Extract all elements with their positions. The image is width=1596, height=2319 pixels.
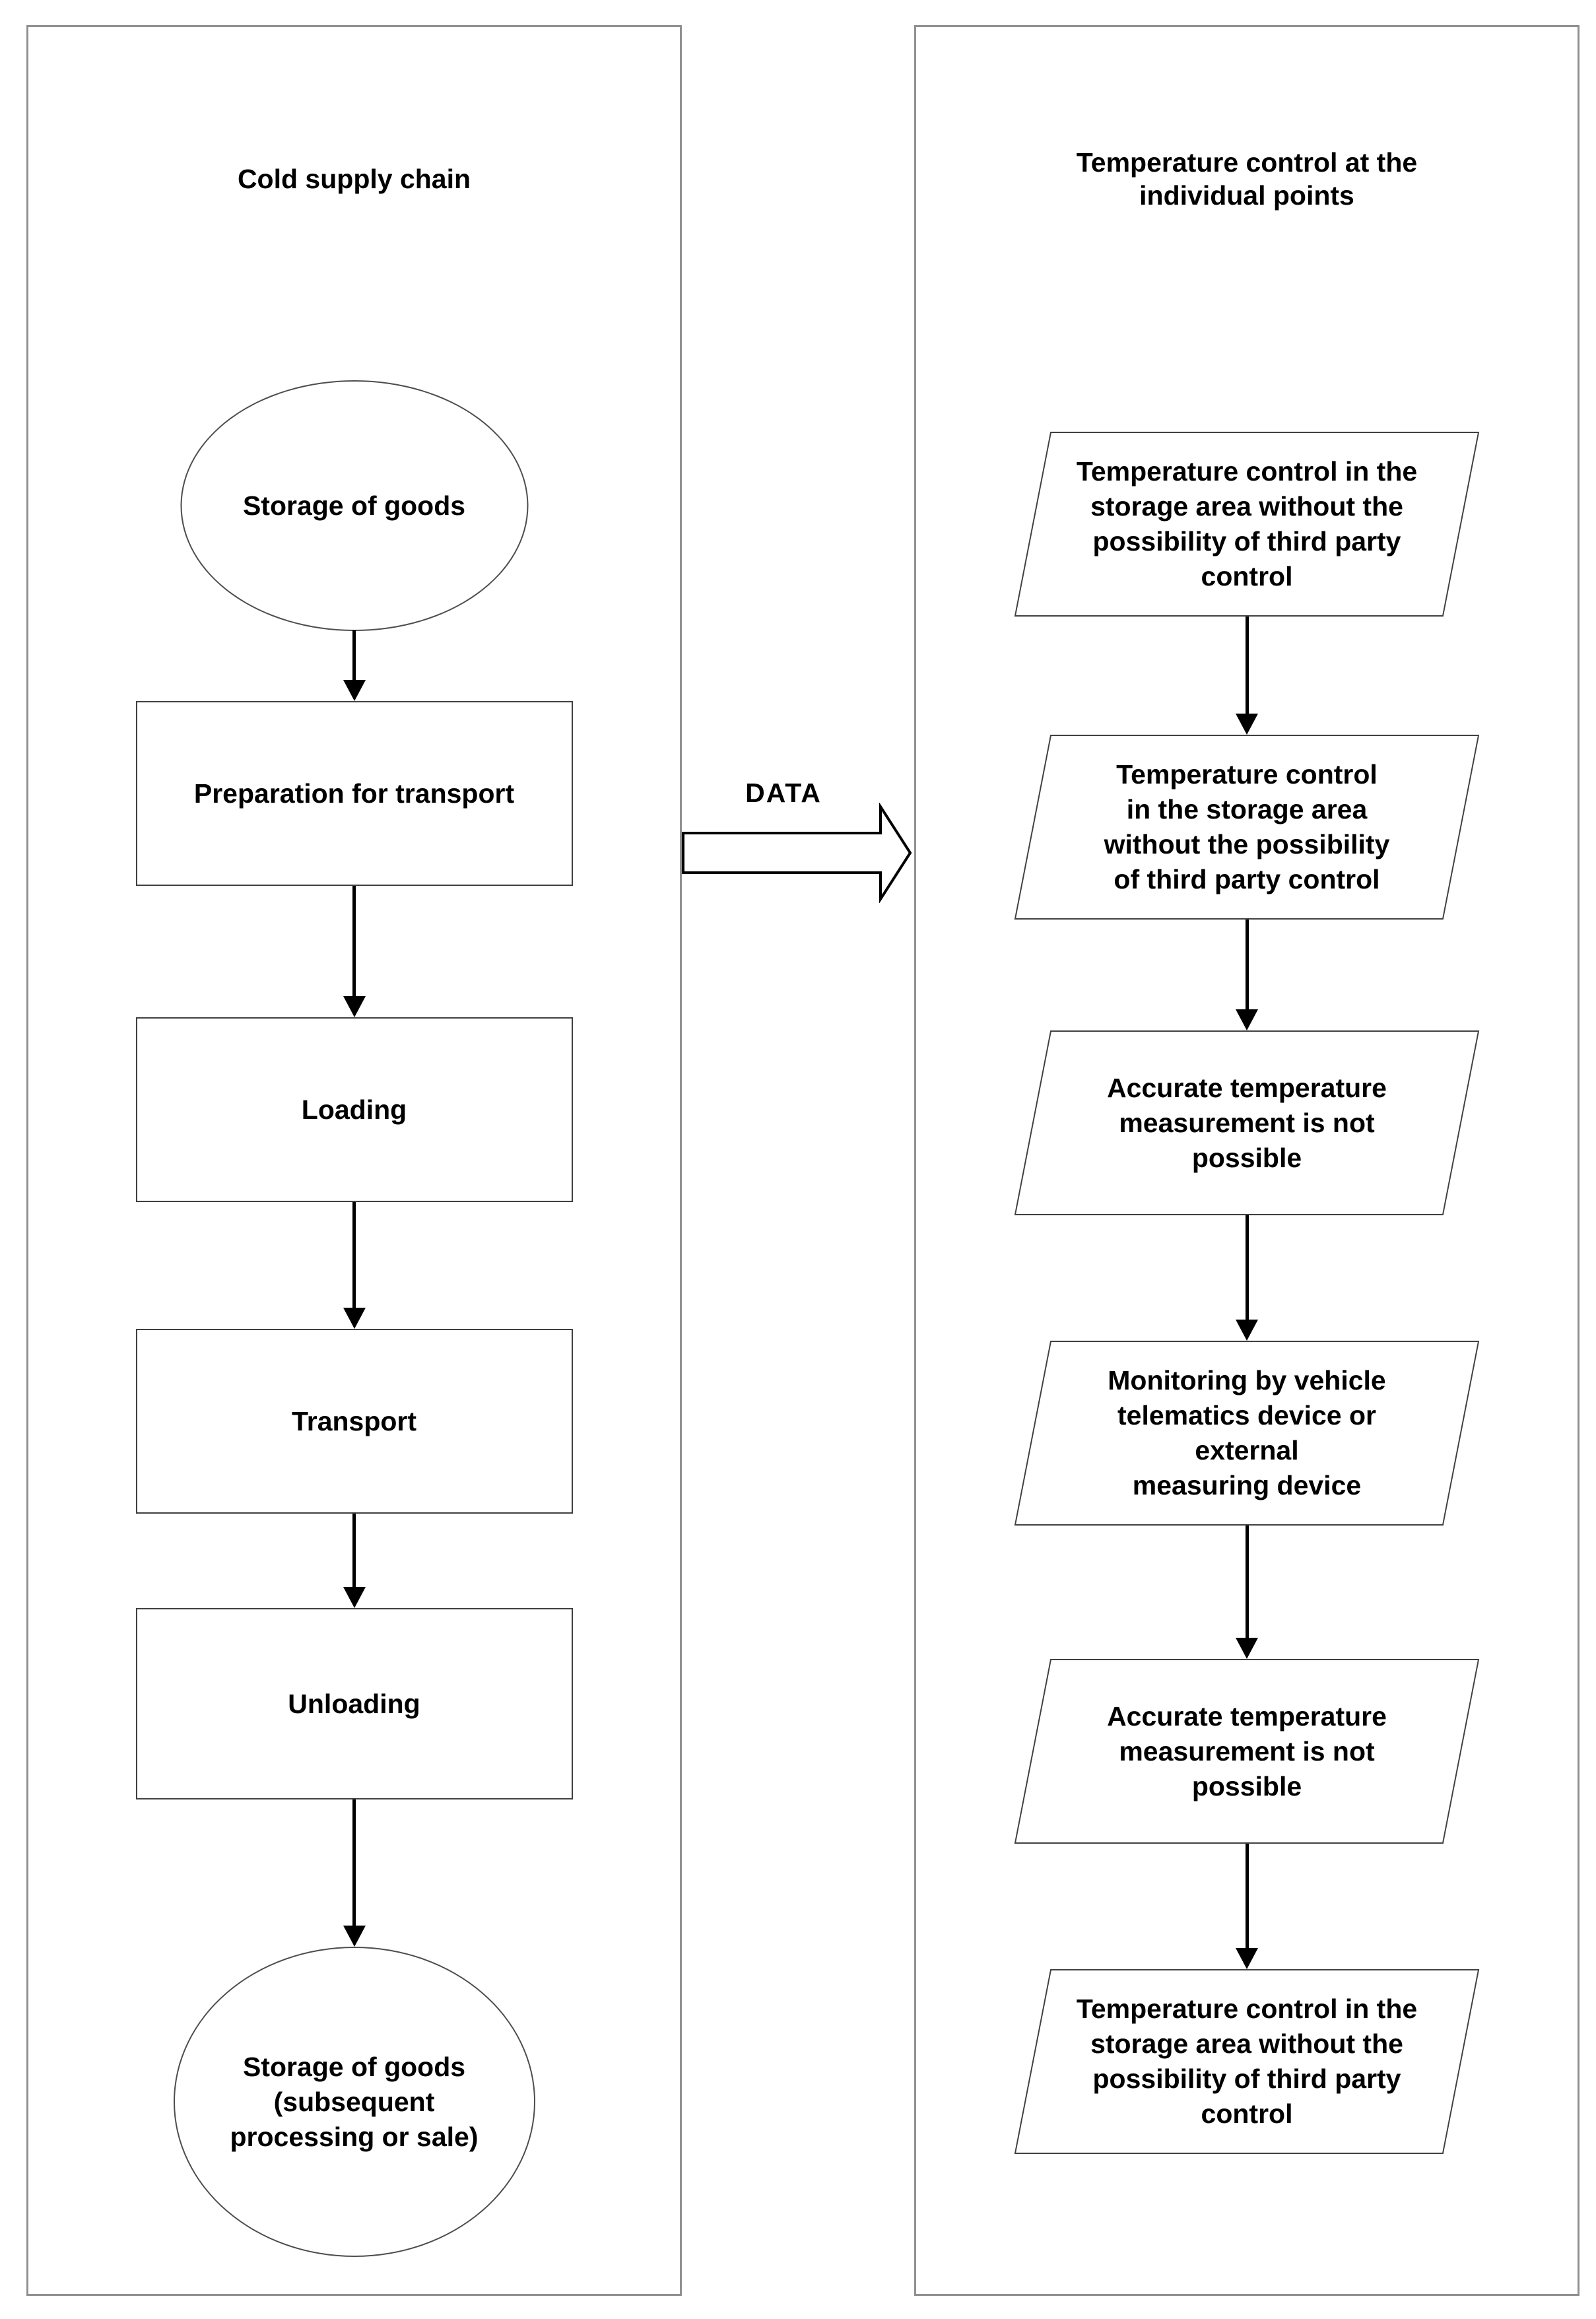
down-arrow-connector	[1236, 920, 1258, 1030]
data-flow-arrow-icon	[682, 803, 912, 903]
arrow-head-icon	[343, 996, 366, 1017]
arrow-head-icon	[1236, 1009, 1258, 1030]
arrow-head-icon	[1236, 1320, 1258, 1341]
arrow-line	[352, 886, 356, 996]
down-arrow-connector	[343, 1202, 366, 1329]
node-label: Temperature control in the storage area …	[1076, 456, 1418, 591]
down-arrow-connector	[1236, 1215, 1258, 1341]
node-label: Monitoring by vehicle telematics device …	[1108, 1365, 1386, 1500]
down-arrow-connector	[1236, 1844, 1258, 1969]
down-arrow-connector	[343, 886, 366, 1017]
node-label: Temperature control in the storage area …	[1104, 759, 1390, 894]
node-preparation-for-transport: Preparation for transport	[135, 701, 573, 886]
down-arrow-connector	[343, 630, 366, 701]
arrow-head-icon	[343, 1587, 366, 1608]
arrow-head-icon	[343, 680, 366, 701]
arrow-line	[352, 1202, 356, 1308]
node-label: Loading	[301, 1094, 407, 1125]
node-accurate-measurement-1: Accurate temperature measurement is not …	[1014, 1030, 1480, 1215]
node-storage-of-goods-final: Storage of goods (subsequent processing …	[173, 1947, 535, 2257]
arrow-line	[1245, 1215, 1249, 1320]
node-label: Unloading	[288, 1688, 420, 1719]
node-transport: Transport	[135, 1329, 573, 1514]
arrow-line	[352, 630, 356, 680]
node-storage-of-goods: Storage of goods	[180, 380, 528, 631]
node-unloading: Unloading	[135, 1608, 573, 1799]
node-temp-control-storage-2: Temperature control in the storage area …	[1014, 735, 1480, 920]
down-arrow-connector	[343, 1514, 366, 1608]
cold-supply-chain-panel: Cold supply chain Storage of goods Prepa…	[26, 25, 682, 2296]
node-label: Transport	[291, 1405, 417, 1436]
node-label: Accurate temperature measurement is not …	[1107, 1700, 1387, 1801]
left-panel-title: Cold supply chain	[237, 164, 471, 194]
node-loading: Loading	[135, 1017, 573, 1202]
node-temp-control-storage-3: Temperature control in the storage area …	[1014, 1969, 1480, 2154]
node-label: Storage of goods	[242, 490, 466, 521]
arrow-line	[1245, 1526, 1249, 1638]
arrow-head-icon	[1236, 1948, 1258, 1969]
arrow-head-icon	[343, 1926, 366, 1947]
arrow-line	[1245, 1844, 1249, 1948]
arrow-head-icon	[343, 1308, 366, 1329]
node-monitoring-telematics: Monitoring by vehicle telematics device …	[1014, 1341, 1480, 1526]
node-label: Accurate temperature measurement is not …	[1107, 1072, 1387, 1173]
arrow-head-icon	[1236, 1638, 1258, 1659]
arrow-line	[352, 1799, 356, 1926]
arrow-line	[352, 1514, 356, 1587]
arrow-head-icon	[1236, 714, 1258, 735]
down-arrow-connector	[1236, 1526, 1258, 1659]
down-arrow-connector	[343, 1799, 366, 1947]
node-label: Preparation for transport	[193, 778, 515, 809]
data-flow-label: DATA	[745, 778, 822, 808]
arrow-line	[1245, 920, 1249, 1009]
node-accurate-measurement-2: Accurate temperature measurement is not …	[1014, 1659, 1480, 1844]
temperature-control-panel: Temperature control at the individual po…	[914, 25, 1579, 2296]
node-temp-control-storage-1: Temperature control in the storage area …	[1014, 432, 1480, 617]
node-label: Temperature control in the storage area …	[1076, 1994, 1418, 2129]
right-panel-title: Temperature control at the individual po…	[1076, 147, 1418, 211]
down-arrow-connector	[1236, 617, 1258, 735]
arrow-line	[1245, 617, 1249, 714]
node-label: Storage of goods (subsequent processing …	[230, 2051, 479, 2152]
